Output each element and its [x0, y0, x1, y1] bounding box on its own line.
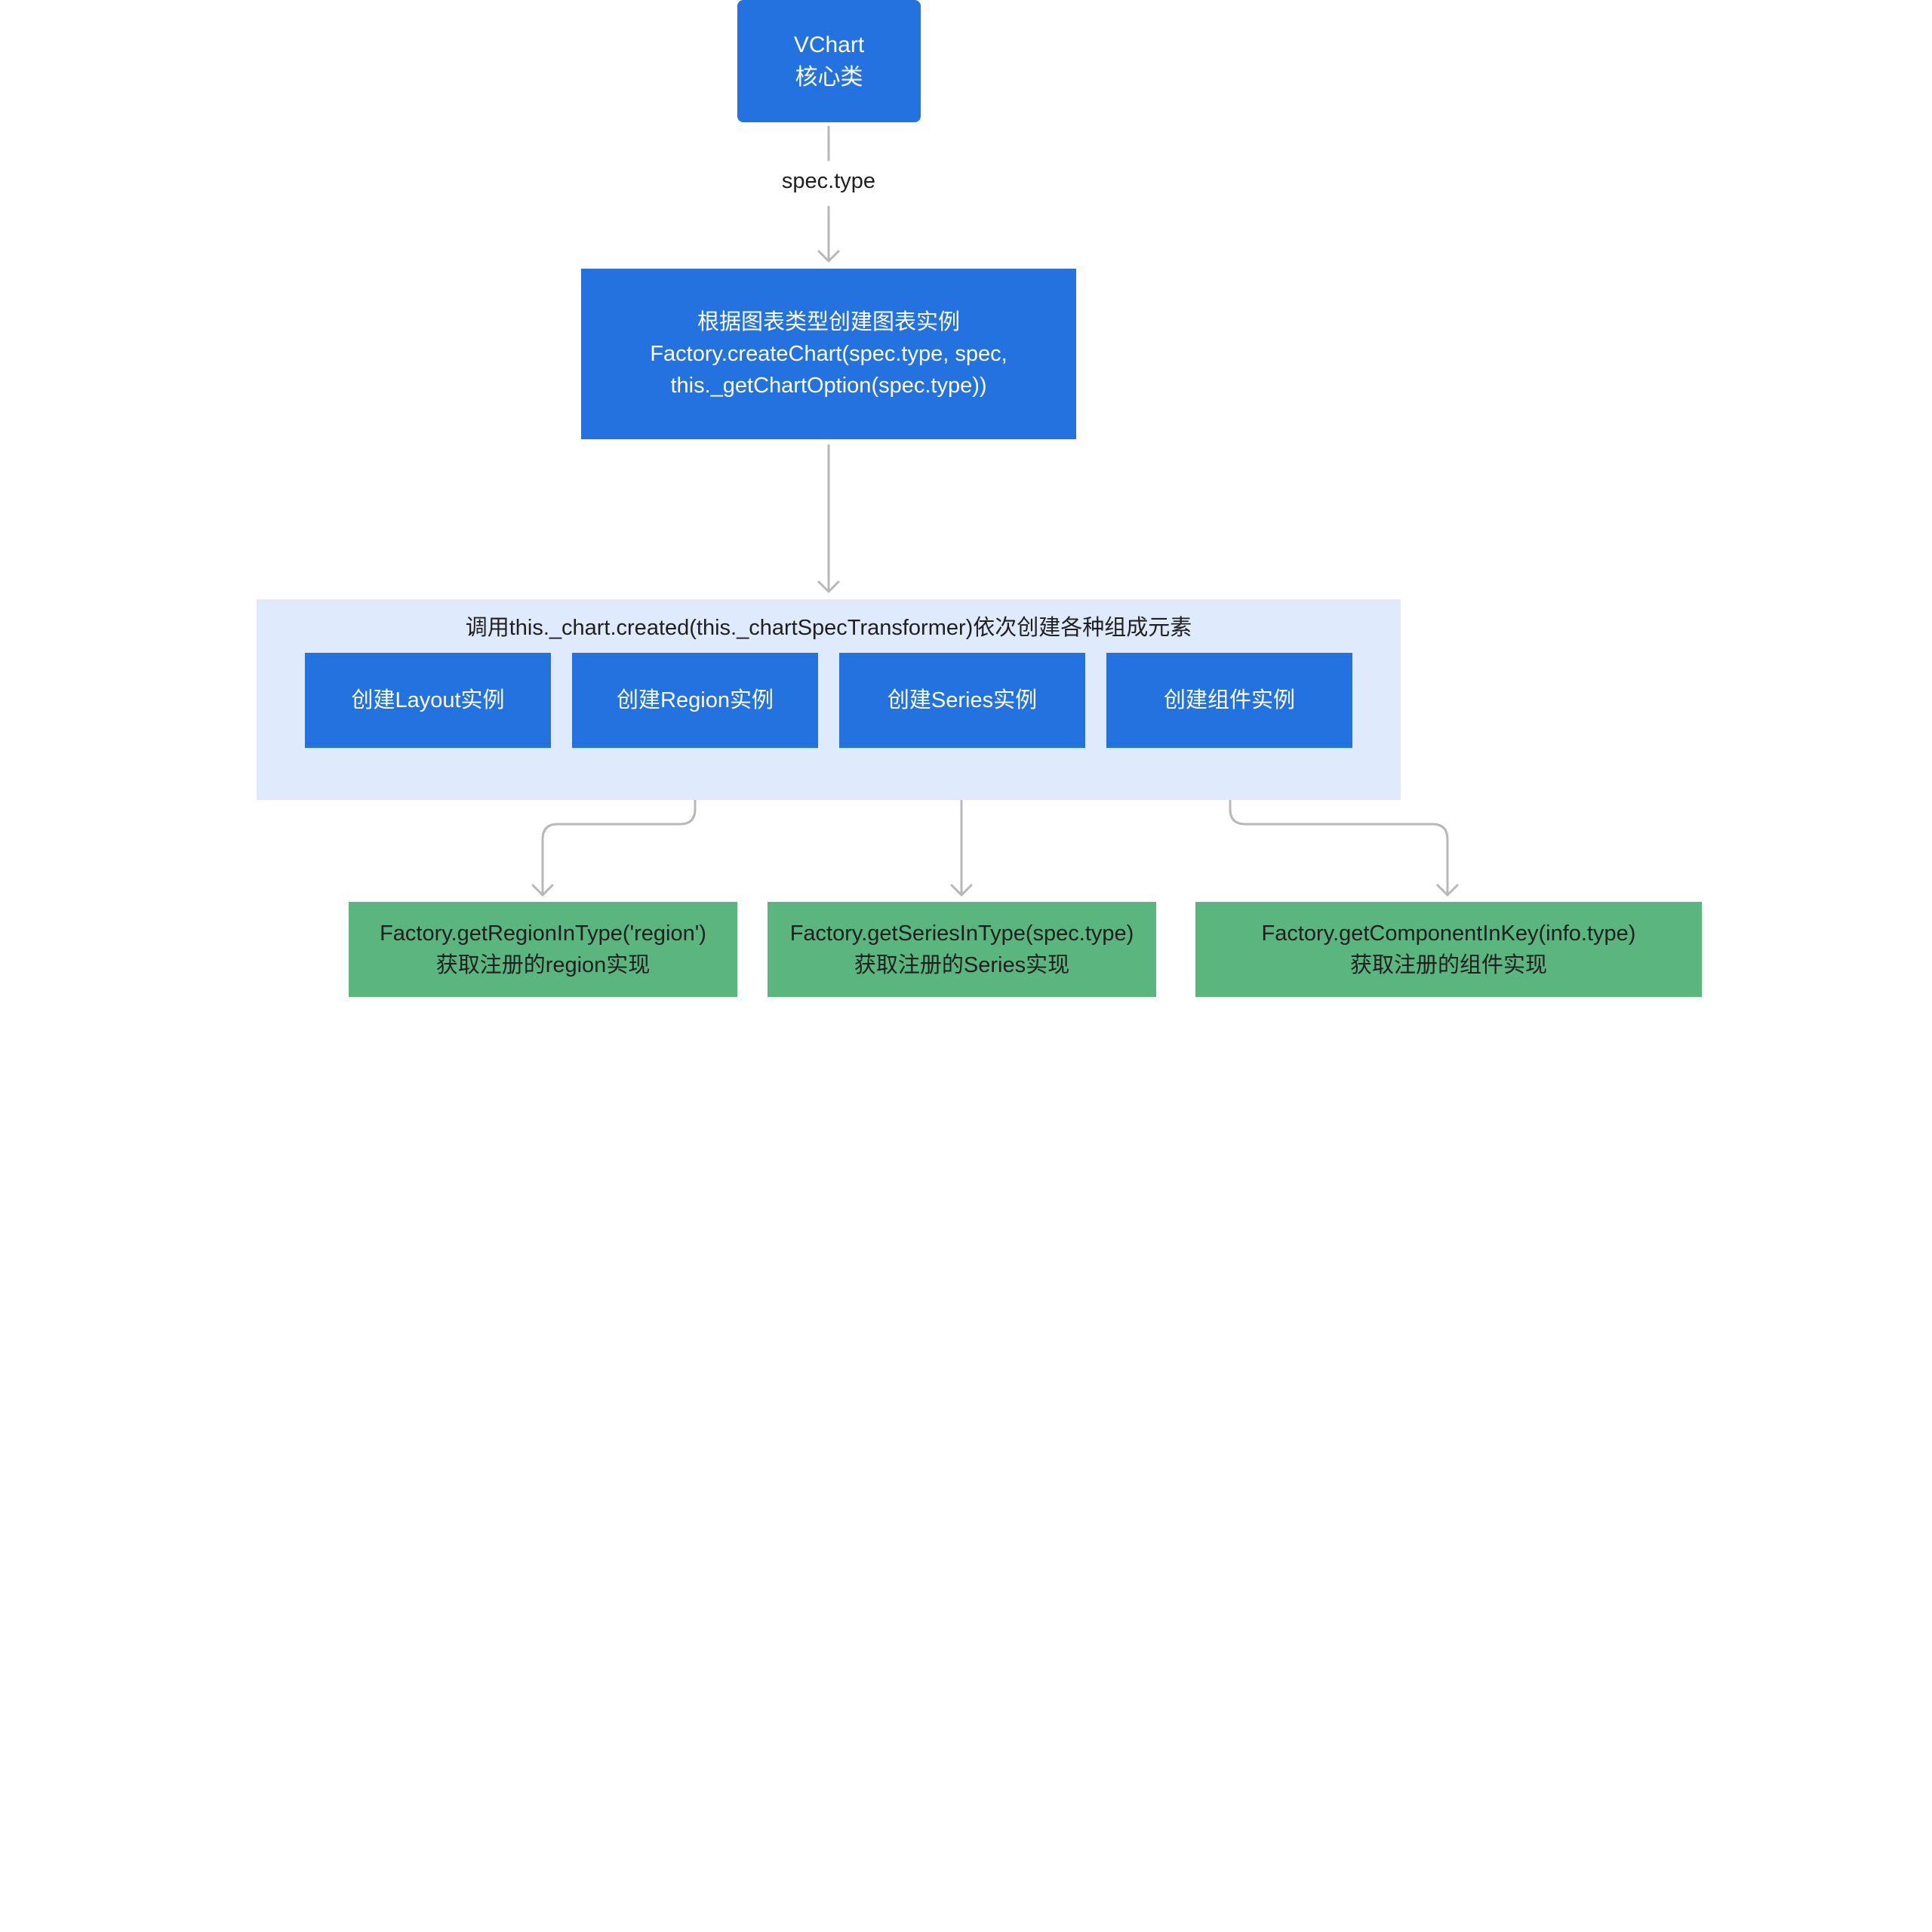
arrowhead-group [817, 580, 840, 593]
factory-component-node: Factory.getComponentInKey(info.type) 获取注… [1195, 902, 1702, 997]
create-chart-node: 根据图表类型创建图表实例 Factory.createChart(spec.ty… [581, 269, 1076, 439]
vchart-core-title: VChart [793, 32, 865, 57]
vchart-core-node: VChart 核心类 [737, 0, 921, 122]
create-series-node: 创建Series实例 [839, 653, 1085, 748]
create-series-label: 创建Series实例 [887, 688, 1038, 712]
chart-created-group-title: 调用this._chart.created(this._chartSpecTra… [465, 616, 1192, 640]
arrowhead-factory-series [950, 884, 973, 897]
arrowhead-factory-region [531, 884, 554, 897]
arrowhead-factory-component [1436, 884, 1459, 897]
factory-region-node: Factory.getRegionInType('region') 获取注册的r… [349, 902, 737, 997]
connector-region-to-factory [541, 752, 697, 897]
factory-series-description: 获取注册的Series实现 [854, 953, 1070, 977]
spec-type-edge-label: spec.type [781, 169, 876, 193]
factory-region-call: Factory.getRegionInType('region') [380, 921, 706, 946]
factory-component-description: 获取注册的组件实现 [1349, 953, 1547, 977]
create-chart-call-line1: Factory.createChart(spec.type, spec, [650, 341, 1008, 366]
factory-series-node: Factory.getSeriesInType(spec.type) 获取注册的… [768, 902, 1156, 997]
connector-component-to-factory [1229, 752, 1449, 897]
create-region-label: 创建Region实例 [617, 688, 774, 712]
create-chart-call-line2: this._getChartOption(spec.type)) [670, 374, 987, 398]
factory-series-call: Factory.getSeriesInType(spec.type) [789, 921, 1134, 946]
create-layout-label: 创建Layout实例 [351, 688, 505, 712]
create-chart-description: 根据图表类型创建图表实例 [697, 309, 960, 334]
arrowhead-create-chart [817, 250, 840, 263]
vchart-core-subtitle: 核心类 [795, 65, 863, 90]
create-region-node: 创建Region实例 [572, 653, 818, 748]
create-component-label: 创建组件实例 [1163, 688, 1295, 712]
create-component-node: 创建组件实例 [1106, 653, 1352, 748]
factory-region-description: 获取注册的region实现 [435, 953, 651, 977]
factory-component-call: Factory.getComponentInKey(info.type) [1261, 921, 1636, 946]
create-layout-node: 创建Layout实例 [305, 653, 551, 748]
